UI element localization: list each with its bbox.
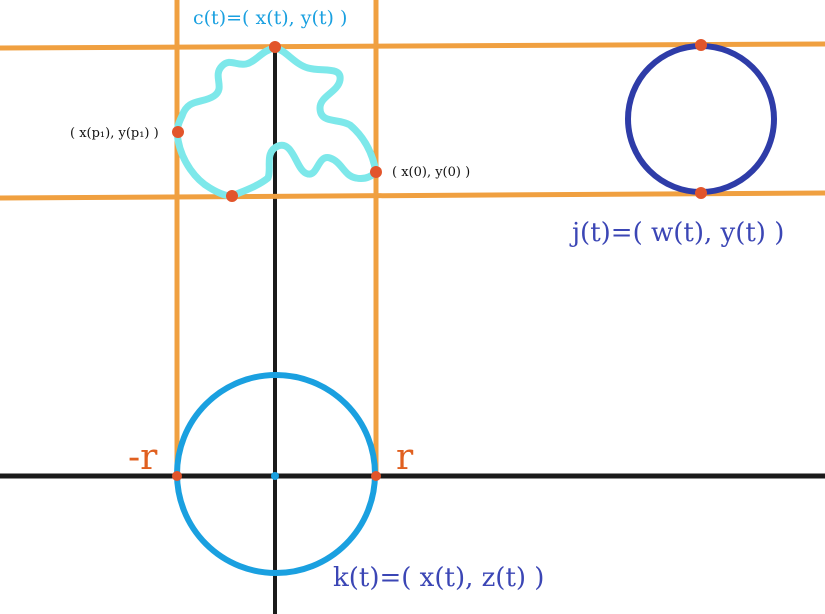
label-j-curve: j(t)=( w(t), y(t) ) bbox=[569, 218, 784, 248]
circle-j bbox=[625, 43, 777, 195]
label-c-curve: c(t)=( x(t), y(t) ) bbox=[193, 7, 347, 29]
guide-horizontal-bottom bbox=[0, 190, 825, 201]
point-zero bbox=[370, 166, 382, 178]
point-c-bottom bbox=[226, 190, 238, 202]
point-p1 bbox=[172, 126, 184, 138]
point-pos-r bbox=[371, 471, 381, 481]
label-k-curve: k(t)=( x(t), z(t) ) bbox=[333, 563, 544, 593]
point-j-top bbox=[695, 39, 707, 51]
label-point-zero: ( x(0), y(0) ) bbox=[392, 165, 470, 180]
point-origin bbox=[271, 472, 279, 480]
point-j-bottom bbox=[695, 187, 707, 199]
point-neg-r bbox=[172, 471, 182, 481]
label-neg-r: -r bbox=[128, 437, 158, 478]
label-pos-r: r bbox=[396, 437, 414, 478]
point-c-top bbox=[269, 41, 281, 53]
label-point-p1: ( x(p₁), y(p₁) ) bbox=[70, 126, 159, 141]
curve-c bbox=[173, 44, 380, 200]
